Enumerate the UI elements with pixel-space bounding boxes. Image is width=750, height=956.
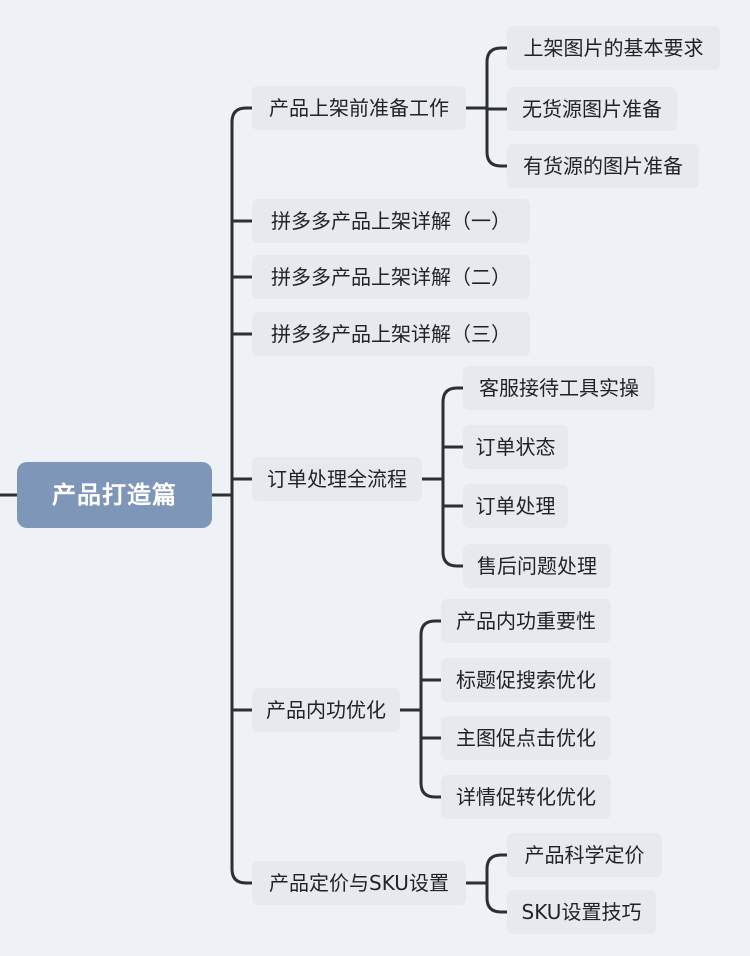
leaf-node-detail-optimization[interactable]: 详情促转化优化 — [441, 775, 611, 819]
leaf-node-customer-service-tools[interactable]: 客服接待工具实操 — [463, 366, 655, 410]
leaf-node-scientific-pricing[interactable]: 产品科学定价 — [507, 833, 662, 877]
leaf-node-main-image-optimization[interactable]: 主图促点击优化 — [441, 716, 611, 760]
branch-node-pricing-sku[interactable]: 产品定价与SKU设置 — [252, 861, 466, 905]
connector-line — [485, 896, 509, 914]
leaf-node-stock-images[interactable]: 有货源的图片准备 — [507, 144, 699, 188]
connector-line — [230, 867, 254, 885]
branch-node-product-optimization[interactable]: 产品内功优化 — [252, 688, 400, 732]
connector-line — [419, 619, 443, 637]
leaf-node-no-stock-images[interactable]: 无货源图片准备 — [507, 87, 677, 131]
root-node[interactable]: 产品打造篇 — [17, 462, 212, 528]
leaf-node-order-handling[interactable]: 订单处理 — [463, 484, 568, 528]
leaf-node-image-requirements[interactable]: 上架图片的基本要求 — [507, 26, 720, 70]
connector-line — [419, 781, 443, 799]
connector-line — [485, 150, 509, 168]
connector-line — [441, 550, 465, 568]
branch-node-order-process[interactable]: 订单处理全流程 — [252, 457, 422, 501]
connector-line — [230, 106, 254, 124]
branch-node-listing-prep[interactable]: 产品上架前准备工作 — [252, 86, 466, 130]
connector-line — [441, 386, 465, 404]
branch-node-listing-detail-3[interactable]: 拼多多产品上架详解（三） — [252, 312, 530, 356]
connector-line — [485, 46, 509, 64]
leaf-node-sku-tips[interactable]: SKU设置技巧 — [507, 890, 656, 934]
branch-node-listing-detail-1[interactable]: 拼多多产品上架详解（一） — [252, 199, 530, 243]
leaf-node-order-status[interactable]: 订单状态 — [463, 425, 568, 469]
leaf-node-after-sales[interactable]: 售后问题处理 — [463, 544, 611, 588]
leaf-node-optimization-importance[interactable]: 产品内功重要性 — [441, 599, 611, 643]
leaf-node-title-optimization[interactable]: 标题促搜索优化 — [441, 658, 611, 702]
branch-node-listing-detail-2[interactable]: 拼多多产品上架详解（二） — [252, 255, 530, 299]
connector-line — [485, 853, 509, 871]
